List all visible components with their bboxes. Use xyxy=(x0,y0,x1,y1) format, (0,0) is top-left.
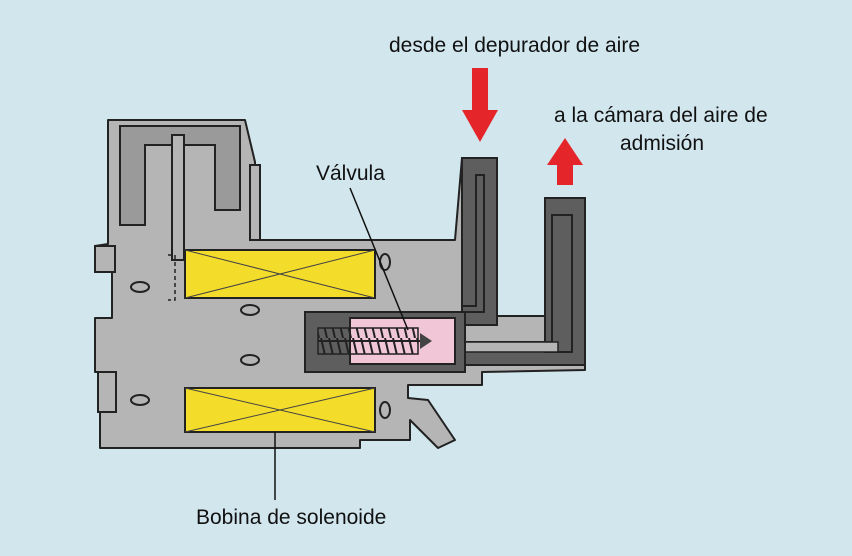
coil-label: Bobina de solenoide xyxy=(196,506,386,529)
electrical-connector xyxy=(119,125,241,226)
passage-channel xyxy=(461,341,559,353)
o-ring xyxy=(130,281,150,293)
arrow-down-icon xyxy=(462,68,498,142)
connector-tab xyxy=(249,164,261,241)
outlet-label-line1: a la cámara del aire de xyxy=(554,104,768,127)
o-ring xyxy=(130,394,150,406)
o-ring xyxy=(379,401,391,419)
inlet-pipe xyxy=(461,157,498,326)
connector-terminal xyxy=(171,134,185,261)
left-boss-top xyxy=(94,245,116,273)
valve-tip xyxy=(420,333,432,349)
o-ring xyxy=(379,253,391,271)
inlet-label: desde el depurador de aire xyxy=(389,34,640,57)
outlet-label-line2: admisión xyxy=(620,132,704,155)
valve-label: Válvula xyxy=(316,162,385,185)
seal-line xyxy=(168,254,176,301)
valve-leader-line xyxy=(349,187,409,331)
coil-cross-b xyxy=(184,249,376,299)
o-ring xyxy=(240,354,260,366)
arrow-up-icon xyxy=(547,138,583,185)
left-boss-bottom xyxy=(97,371,117,413)
o-ring xyxy=(240,304,260,316)
coil-cross-d xyxy=(184,387,376,433)
